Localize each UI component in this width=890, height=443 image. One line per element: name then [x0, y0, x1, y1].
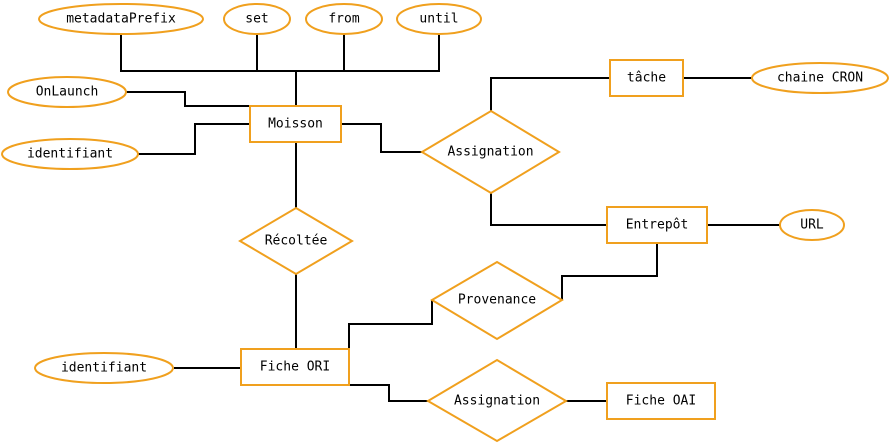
attribute-label: from	[328, 12, 359, 27]
attribute-identifiant-moisson: identifiant	[1, 138, 139, 170]
entity-label: Fiche ORI	[260, 360, 330, 375]
connectors	[120, 34, 780, 402]
edge-ficheori-assignation	[349, 384, 428, 402]
attribute-from: from	[305, 3, 383, 35]
attribute-chaine-cron: chaine CRON	[751, 62, 889, 94]
entity-fiche-ori: Fiche ORI	[240, 348, 350, 386]
attribute-label: chaine CRON	[777, 71, 863, 86]
entity-label: Moisson	[268, 117, 323, 132]
attribute-label: identifiant	[61, 361, 147, 376]
entity-label: tâche	[627, 71, 666, 86]
entity-fiche-oai: Fiche OAI	[606, 382, 716, 420]
attribute-label: identifiant	[27, 147, 113, 162]
edge-metadataprefix	[120, 34, 296, 72]
attribute-label: set	[245, 12, 268, 27]
attribute-label: metadataPrefix	[66, 12, 176, 27]
edge-until	[296, 34, 440, 72]
edge-onlaunch	[126, 91, 250, 107]
attribute-label: OnLaunch	[36, 85, 99, 100]
attribute-label: until	[419, 12, 458, 27]
edge-identifiant-moisson	[138, 123, 250, 155]
entity-tache: tâche	[609, 59, 684, 97]
entity-label: Entrepôt	[626, 218, 689, 233]
relationship-label: Assignation	[447, 145, 533, 160]
attribute-identifiant-fiche: identifiant	[34, 352, 174, 384]
relationship-assignation-top: Assignation	[420, 109, 561, 195]
edge-assignation-entrepot	[490, 193, 607, 226]
relationship-label: Récoltée	[265, 234, 328, 249]
entity-label: Fiche OAI	[626, 394, 696, 409]
attribute-label: URL	[800, 218, 824, 233]
relationship-assignation-bottom: Assignation	[426, 358, 568, 443]
edge-entrepot-provenance	[561, 243, 658, 300]
attribute-until: until	[396, 3, 482, 35]
attribute-set: set	[223, 3, 291, 35]
attribute-onlaunch: OnLaunch	[7, 76, 127, 108]
edge-provenance-ficheori	[348, 300, 433, 349]
entity-moisson: Moisson	[249, 105, 342, 143]
edge-moisson-assignation	[341, 123, 422, 153]
relationship-label: Assignation	[454, 394, 540, 409]
edge-assignation-tache	[490, 77, 610, 111]
relationship-provenance: Provenance	[430, 260, 564, 341]
attribute-url: URL	[779, 209, 845, 241]
relationship-label: Provenance	[458, 293, 536, 308]
entity-entrepot: Entrepôt	[606, 206, 708, 244]
attribute-metadataprefix: metadataPrefix	[38, 3, 204, 35]
relationship-recoltee: Récoltée	[238, 206, 354, 276]
